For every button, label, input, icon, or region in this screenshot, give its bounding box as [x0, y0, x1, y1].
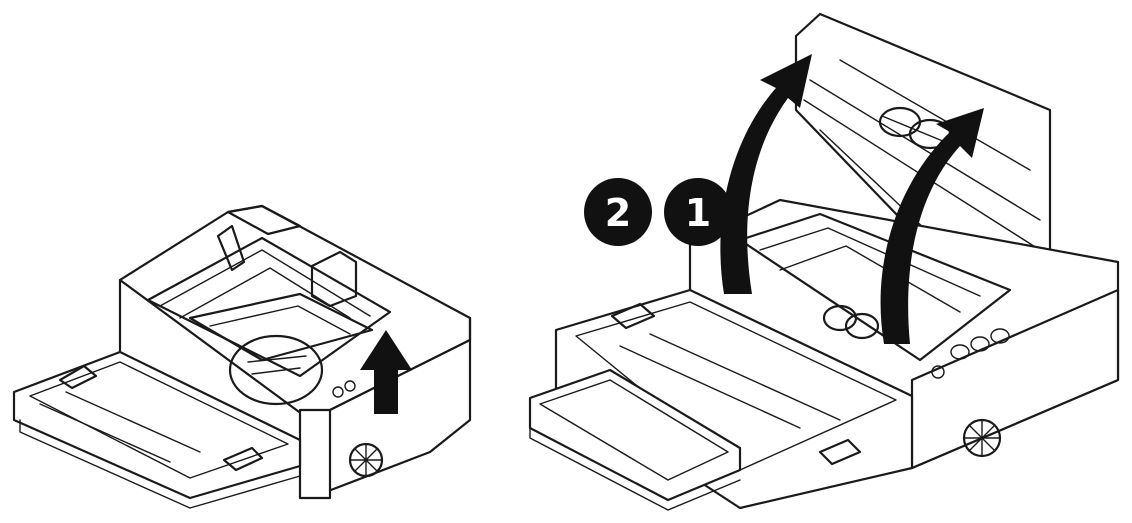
detail-highlight-circle [228, 334, 324, 406]
up-arrow-icon [360, 330, 412, 414]
callout-label-1: 1 [685, 191, 711, 235]
scanner-open-illustration [528, 12, 1120, 511]
fan-grille-icon-right [962, 418, 1002, 458]
control-buttons [931, 328, 1010, 379]
lower-roller-icon [822, 304, 880, 340]
fan-grille-icon [348, 442, 384, 478]
callout-label-2: 2 [605, 191, 631, 235]
curved-arrow-icon-second [880, 108, 984, 344]
callout-badge-2: 2 [584, 178, 652, 246]
curved-arrow-icon [720, 54, 812, 294]
callout-badge-1: 1 [664, 178, 732, 246]
